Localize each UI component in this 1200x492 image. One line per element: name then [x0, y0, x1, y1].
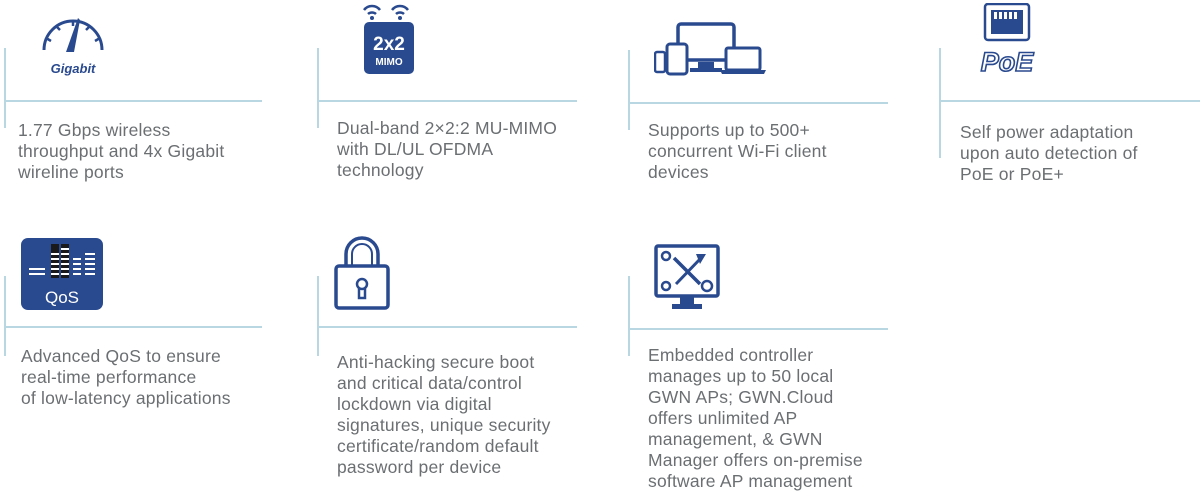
divider-vertical [4, 48, 6, 128]
devices-icon [654, 22, 766, 76]
divider-horizontal [628, 102, 888, 104]
divider-vertical [317, 276, 319, 356]
divider-vertical [628, 276, 630, 356]
divider-vertical [4, 276, 6, 356]
poe-label: PoE [981, 47, 1035, 75]
qos-icon: QoS [21, 238, 103, 310]
feature-text: Embedded controller manages up to 50 loc… [648, 345, 863, 491]
divider-horizontal [4, 100, 262, 102]
divider-horizontal [939, 100, 1200, 102]
poe-icon: PoE [980, 3, 1035, 75]
divider-vertical [939, 48, 941, 158]
divider-horizontal [4, 326, 262, 328]
mimo-label-main: 2x2 [373, 34, 405, 55]
controller-icon [654, 244, 720, 309]
divider-horizontal [317, 100, 577, 102]
feature-text: Anti-hacking secure boot and critical da… [337, 352, 551, 477]
feature-text: Advanced QoS to ensure real-time perform… [21, 346, 231, 408]
gigabit-label: Gigabit [51, 61, 96, 76]
mimo-icon: 2x2 MIMO [363, 4, 414, 74]
feature-text: Dual-band 2×2:2 MU-MIMO with DL/UL OFDMA… [337, 118, 558, 180]
divider-vertical [628, 50, 630, 130]
divider-horizontal [628, 328, 888, 330]
divider-vertical [317, 48, 319, 128]
divider-horizontal [317, 326, 577, 328]
lock-icon [334, 236, 390, 310]
speedometer-icon: Gigabit [42, 18, 104, 76]
qos-label: QoS [45, 288, 79, 307]
feature-text: Supports up to 500+ concurrent Wi-Fi cli… [648, 120, 827, 182]
feature-text: 1.77 Gbps wireless throughput and 4x Gig… [18, 120, 225, 182]
mimo-label-sub: MIMO [375, 57, 402, 68]
feature-text: Self power adaptation upon auto detectio… [960, 122, 1138, 184]
